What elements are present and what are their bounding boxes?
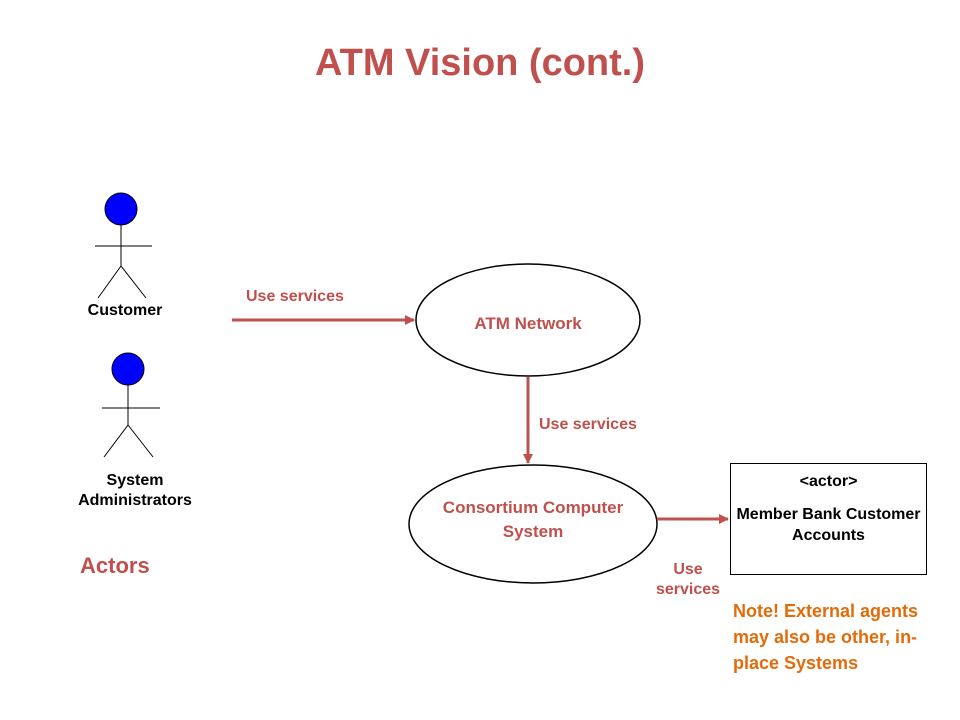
sysadmin-right-leg (127, 424, 154, 458)
customer-actor-figure[interactable] (95, 192, 152, 299)
member-bank-label: Member Bank Customer Accounts (736, 506, 921, 544)
page-title: ATM Vision (cont.) (314, 42, 645, 84)
consortium-to-bank-label: Use services (655, 561, 721, 598)
atm-network-node[interactable] (415, 263, 641, 377)
sysadmin-left-leg (103, 424, 129, 458)
sysadmin-head (111, 352, 145, 386)
customer-right-leg (120, 265, 147, 299)
atm-network-label: ATM Network (474, 314, 582, 333)
consortium-node[interactable] (408, 464, 658, 584)
sysadmin-actor-figure[interactable] (102, 352, 160, 458)
actors-heading: Actors (80, 553, 150, 578)
member-bank-actor-box[interactable]: <actor> Member Bank Customer Accounts (730, 463, 927, 575)
network-to-consortium-label: Use services (539, 416, 637, 433)
customer-head (104, 192, 138, 226)
actor-stereotype: <actor> (799, 473, 858, 490)
customer-label: Customer (87, 302, 163, 319)
customer-to-network-label: Use services (246, 288, 344, 305)
note-text: Note! External agents may also be other,… (733, 601, 919, 673)
sysadmin-label: System Administrators (78, 472, 192, 509)
consortium-label: Consortium Computer System (442, 498, 624, 541)
customer-left-leg (97, 265, 122, 299)
